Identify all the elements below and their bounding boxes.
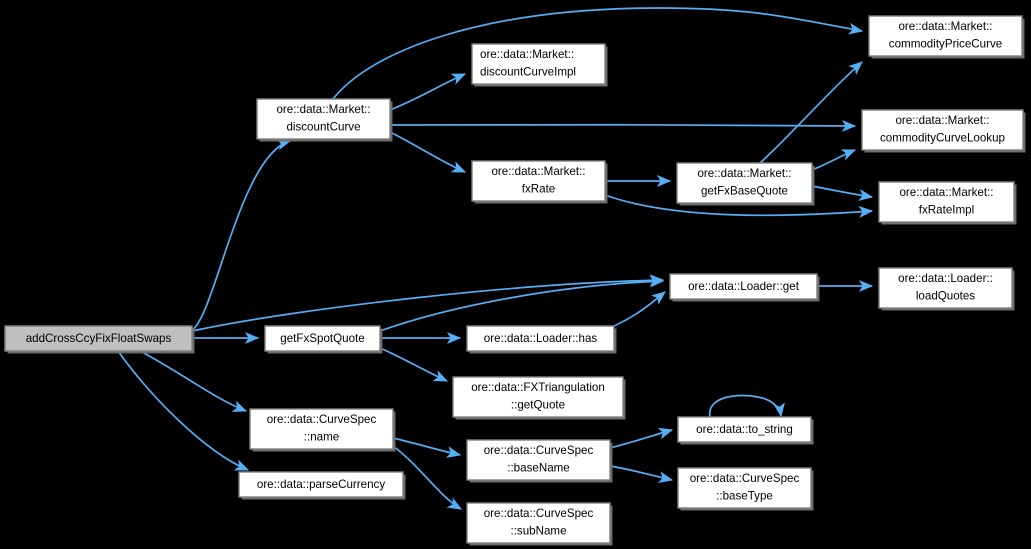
node-box[interactable] bbox=[878, 181, 1015, 223]
call-edge-root-to-loaderGet bbox=[191, 274, 665, 332]
call-edge-fxRate-to-fxRateImpl bbox=[604, 194, 874, 218]
call-edge-discountCurve-to-discountCurveImpl bbox=[389, 73, 467, 111]
call-edge-discountCurve-to-fxRate bbox=[389, 131, 467, 173]
call-edge-curveSpecBaseName-to-toString bbox=[609, 427, 674, 449]
node-label: ::baseType bbox=[716, 490, 773, 503]
node-label: discountCurve bbox=[286, 121, 360, 134]
call-edge-curveSpecName-to-curveSpecBaseName bbox=[392, 437, 462, 458]
node-layer: addCrossCcyFixFloatSwaps ore::data::Marke… bbox=[4, 15, 1026, 546]
node-loaderGet[interactable]: ore::data::Loader::get bbox=[669, 273, 820, 302]
node-box[interactable] bbox=[466, 502, 611, 544]
node-label: ore::data::Market:: bbox=[491, 165, 585, 178]
node-label: getFxBaseQuote bbox=[701, 185, 788, 198]
call-edge-toString-to-toString bbox=[709, 394, 786, 418]
node-label: ore::data::Loader::get bbox=[688, 280, 800, 293]
node-loadQuotes[interactable]: ore::data::Loader::loadQuotes bbox=[878, 267, 1015, 311]
node-box[interactable] bbox=[676, 162, 813, 204]
node-label: ore::data::to_string bbox=[696, 423, 793, 436]
node-box[interactable] bbox=[238, 471, 404, 498]
node-label: ore::data::Market:: bbox=[898, 20, 992, 33]
node-fxRateImpl[interactable]: ore::data::Market::fxRateImpl bbox=[878, 181, 1017, 225]
node-box[interactable] bbox=[861, 109, 1024, 151]
node-getFxBaseQuote[interactable]: ore::data::Market::getFxBaseQuote bbox=[676, 162, 815, 206]
node-box[interactable] bbox=[256, 98, 391, 140]
call-edge-root-to-discountCurve bbox=[191, 138, 292, 331]
node-loaderHas[interactable]: ore::data::Loader::has bbox=[466, 325, 617, 354]
node-label: ore::data::CurveSpec bbox=[484, 444, 594, 457]
node-label: ::name bbox=[304, 431, 339, 444]
node-label: ::subName bbox=[510, 525, 566, 538]
node-box[interactable] bbox=[677, 416, 812, 443]
node-fxRate[interactable]: ore::data::Market::fxRate bbox=[471, 160, 608, 204]
node-label: loadQuotes bbox=[916, 290, 976, 303]
node-label: ::getQuote bbox=[511, 399, 565, 412]
node-box[interactable] bbox=[452, 376, 624, 418]
node-label: commodityPriceCurve bbox=[889, 38, 1002, 51]
node-label: commodityCurveLookup bbox=[880, 132, 1005, 145]
node-label: ore::data::CurveSpec bbox=[267, 413, 377, 426]
node-curveSpecBaseType[interactable]: ore::data::CurveSpec::baseType bbox=[677, 467, 814, 511]
node-curveSpecName[interactable]: ore::data::CurveSpec::name bbox=[249, 408, 396, 452]
node-commodityCurveLookup[interactable]: ore::data::Market::commodityCurveLookup bbox=[861, 109, 1026, 153]
call-edge-getFxBaseQuote-to-commodityCurveLookup bbox=[811, 149, 857, 171]
call-edge-loaderHas-to-loaderGet bbox=[613, 291, 666, 327]
call-edge-getFxBaseQuote-to-commodityPriceCurve bbox=[759, 61, 863, 164]
node-curveSpecBaseName[interactable]: ore::data::CurveSpec::baseName bbox=[466, 439, 613, 483]
node-curveSpecSubName[interactable]: ore::data::CurveSpec::subName bbox=[466, 502, 613, 546]
node-getFxSpotQuote[interactable]: getFxSpotQuote bbox=[264, 325, 383, 354]
node-label: ::baseName bbox=[507, 462, 570, 475]
node-box[interactable] bbox=[466, 439, 611, 481]
node-box[interactable] bbox=[878, 267, 1013, 309]
edge-layer bbox=[117, 7, 874, 510]
node-label: ore::data::Market:: bbox=[480, 48, 574, 61]
node-label: ore::data::Loader:: bbox=[898, 272, 993, 285]
node-label: ore::data::Market:: bbox=[697, 167, 791, 180]
node-box[interactable] bbox=[471, 160, 606, 202]
node-discountCurve[interactable]: ore::data::Market::discountCurve bbox=[256, 98, 393, 142]
call-edge-curveSpecBaseName-to-curveSpecBaseType bbox=[609, 465, 674, 483]
node-label: ore::data::parseCurrency bbox=[257, 478, 385, 491]
node-box[interactable] bbox=[4, 325, 193, 352]
node-commodityPriceCurve[interactable]: ore::data::Market::commodityPriceCurve bbox=[868, 15, 1025, 59]
node-parseCurrency[interactable]: ore::data::parseCurrency bbox=[238, 471, 406, 500]
node-root[interactable]: addCrossCcyFixFloatSwaps bbox=[4, 325, 195, 354]
node-label: ore::data::Market:: bbox=[899, 186, 993, 199]
node-box[interactable] bbox=[868, 15, 1023, 57]
node-box[interactable] bbox=[466, 325, 615, 352]
call-edge-discountCurve-to-commodityPriceCurve bbox=[332, 7, 864, 100]
node-label: getFxSpotQuote bbox=[280, 332, 364, 345]
node-label: ore::data::Market:: bbox=[276, 103, 370, 116]
call-edge-discountCurve-to-commodityCurveLookup bbox=[389, 119, 857, 132]
node-label: ore::data::FXTriangulation bbox=[471, 381, 605, 394]
node-label: ore::data::Market:: bbox=[895, 114, 989, 127]
node-label: ore::data::CurveSpec bbox=[690, 472, 800, 485]
node-box[interactable] bbox=[264, 325, 381, 352]
call-edge-curveSpecName-to-curveSpecSubName bbox=[392, 445, 463, 510]
node-label: ore::data::CurveSpec bbox=[484, 507, 594, 520]
node-label: fxRateImpl bbox=[919, 204, 974, 217]
node-label: discountCurveImpl bbox=[480, 66, 576, 79]
node-box[interactable] bbox=[669, 273, 818, 300]
call-edge-getFxSpotQuote-to-loaderGet bbox=[379, 275, 665, 332]
call-edge-root-to-curveSpecName bbox=[139, 350, 248, 412]
call-edge-getFxSpotQuote-to-fxTriangulation bbox=[379, 347, 449, 382]
node-box[interactable] bbox=[471, 43, 606, 85]
call-edge-root-to-parseCurrency bbox=[117, 350, 250, 471]
node-box[interactable] bbox=[677, 467, 812, 509]
node-label: fxRate bbox=[522, 183, 556, 196]
node-box[interactable] bbox=[249, 408, 394, 450]
node-label: ore::data::Loader::has bbox=[484, 332, 598, 345]
node-label: addCrossCcyFixFloatSwaps bbox=[26, 332, 172, 345]
node-toString[interactable]: ore::data::to_string bbox=[677, 416, 814, 445]
node-fxTriangulation[interactable]: ore::data::FXTriangulation::getQuote bbox=[452, 376, 626, 420]
node-discountCurveImpl[interactable]: ore::data::Market::discountCurveImpl bbox=[471, 43, 608, 87]
call-edge-getFxBaseQuote-to-fxRateImpl bbox=[811, 185, 874, 201]
